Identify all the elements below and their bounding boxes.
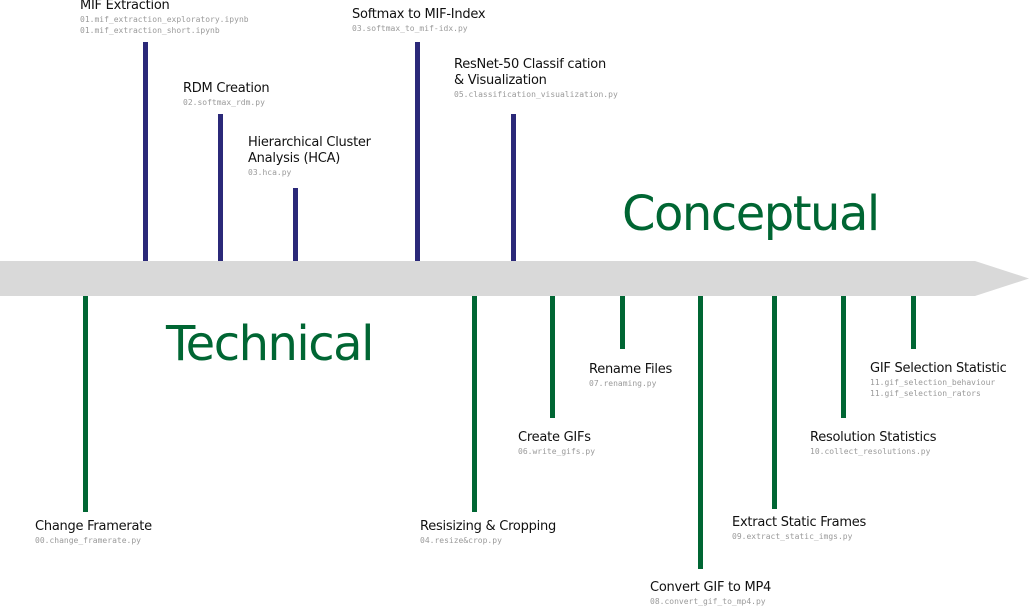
conceptual-heading: Conceptual: [622, 186, 880, 242]
step-filename: 11.gif_selection_behaviour: [870, 378, 996, 387]
technical-heading: Technical: [166, 316, 374, 372]
tick-hca: [293, 188, 298, 261]
step-filename: 09.extract_static_imgs.py: [732, 532, 853, 541]
tick-classification-visualization: [511, 114, 516, 261]
label-convert-gif-to-mp4: Convert GIF to MP4 08.convert_gif_to_mp4…: [650, 580, 771, 607]
tick-create-gifs: [550, 296, 555, 418]
step-filename: 06.write_gifs.py: [518, 447, 596, 456]
tick-convert-gif-to-mp4: [698, 296, 703, 569]
step-title: Convert GIF to MP4: [650, 580, 772, 595]
tick-change-framerate: [83, 296, 88, 512]
arrow-shape: [0, 261, 1029, 296]
step-filename: 05.classification_visualization.py: [454, 90, 618, 99]
step-title: Change Framerate: [35, 519, 152, 534]
tick-resizing-cropping: [472, 296, 477, 512]
step-title: & Visualization: [454, 73, 547, 88]
label-change-framerate: Change Framerate 00.change_framerate.py: [35, 519, 152, 546]
label-rdm-creation: RDM Creation 02.softmax_rdm.py: [183, 81, 270, 108]
label-resolution-statistics: Resolution Statistics 10.collect_resolut…: [810, 430, 937, 457]
step-filename: 03.hca.py: [248, 168, 292, 177]
step-filename: 03.softmax_to_mif-idx.py: [352, 24, 468, 33]
step-filename: 00.change_framerate.py: [35, 536, 141, 545]
step-filename: 10.collect_resolutions.py: [810, 447, 931, 456]
step-title: Softmax to MIF-Index: [352, 7, 486, 22]
label-extract-static-frames: Extract Static Frames 09.extract_static_…: [732, 515, 866, 542]
tick-resolution-statistics: [841, 296, 846, 418]
label-classification-visualization: ResNet-50 Classif cation & Visualization…: [454, 57, 618, 100]
step-title: Analysis (HCA): [248, 151, 341, 166]
step-filename: 04.resize&crop.py: [420, 536, 502, 545]
label-gif-selection-statistic: GIF Selection Statistic 11.gif_selection…: [870, 361, 1007, 399]
step-title: Resisizing & Cropping: [420, 519, 556, 534]
label-resizing-cropping: Resisizing & Cropping 04.resize&crop.py: [420, 519, 556, 546]
tick-rename-files: [620, 296, 625, 349]
step-filename: 01.mif_extraction_short.ipynb: [80, 26, 220, 35]
step-title: Resolution Statistics: [810, 430, 937, 445]
label-softmax-to-mif-index: Softmax to MIF-Index 03.softmax_to_mif-i…: [352, 7, 486, 34]
step-filename: 07.renaming.py: [589, 379, 657, 388]
step-filename: 02.softmax_rdm.py: [183, 98, 265, 107]
label-hca: Hierarchical Cluster Analysis (HCA) 03.h…: [248, 135, 371, 178]
step-title: RDM Creation: [183, 81, 270, 96]
tick-extract-static-frames: [772, 296, 777, 509]
step-title: MIF Extraction: [80, 0, 170, 13]
step-filename: 01.mif_extraction_exploratory.ipynb: [80, 15, 249, 24]
step-title: Rename Files: [589, 362, 672, 377]
step-title: Hierarchical Cluster: [248, 135, 371, 150]
tick-rdm-creation: [218, 114, 223, 261]
step-filename: 08.convert_gif_to_mp4.py: [650, 597, 766, 606]
step-title: Create GIFs: [518, 430, 591, 445]
label-create-gifs: Create GIFs 06.write_gifs.py: [518, 430, 595, 457]
tick-gif-selection-statistic: [911, 296, 916, 349]
step-title: GIF Selection Statistic: [870, 361, 1007, 376]
label-rename-files: Rename Files 07.renaming.py: [589, 362, 672, 389]
step-title: Extract Static Frames: [732, 515, 867, 530]
step-filename: 11.gif_selection_rators: [870, 389, 981, 398]
tick-mif-extraction: [143, 42, 148, 261]
label-mif-extraction: MIF Extraction 01.mif_extraction_explora…: [80, 0, 249, 36]
tick-softmax-to-mif-index: [415, 42, 420, 261]
step-title: ResNet-50 Classif cation: [454, 57, 606, 72]
